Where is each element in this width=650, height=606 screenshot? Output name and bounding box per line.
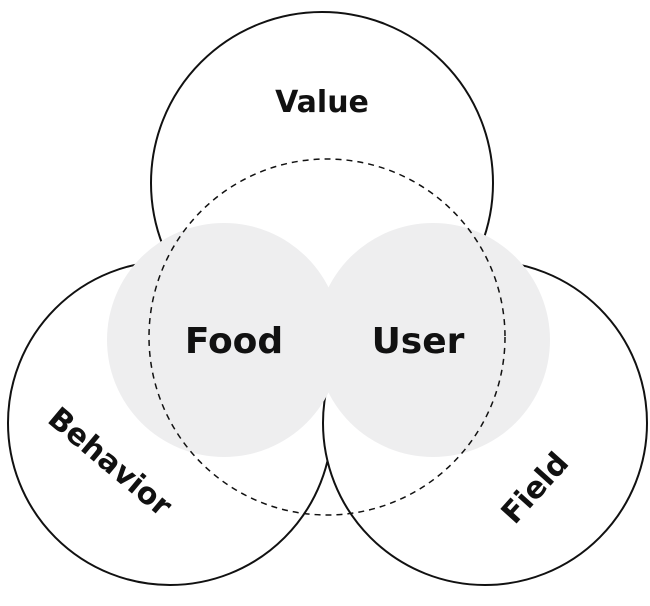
dashed-center-circle xyxy=(148,158,506,516)
circle-food xyxy=(107,223,341,457)
label-food: Food xyxy=(185,321,283,362)
label-value: Value xyxy=(275,85,369,120)
circle-user xyxy=(316,223,550,457)
label-user: User xyxy=(372,321,465,362)
